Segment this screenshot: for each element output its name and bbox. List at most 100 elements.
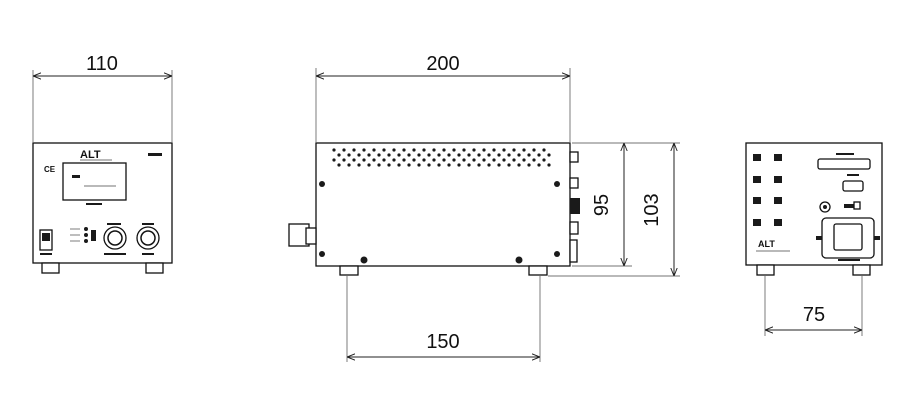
vent-hole (507, 153, 511, 157)
rear-foot-right (852, 264, 871, 276)
vent-hole (352, 158, 356, 162)
vent-hole (422, 148, 426, 152)
vent-hole (482, 148, 486, 152)
vent-hole (487, 163, 491, 167)
vent-hole (507, 163, 511, 167)
vent-hole (412, 148, 416, 152)
vent-hole (452, 148, 456, 152)
vent-hole (397, 153, 401, 157)
vent-hole (407, 163, 411, 167)
vent-hole (367, 163, 371, 167)
vent-hole (392, 148, 396, 152)
vent-hole (497, 153, 501, 157)
front-badge (148, 153, 162, 156)
vent-hole (342, 148, 346, 152)
vent-hole (512, 158, 516, 162)
front-foot-left (41, 262, 60, 274)
vent-hole (357, 153, 361, 157)
vent-hole (437, 163, 441, 167)
vent-hole (427, 163, 431, 167)
vent-hole (372, 148, 376, 152)
vent-hole (537, 163, 541, 167)
rear-logo: ALT (758, 239, 775, 249)
vent-hole (362, 148, 366, 152)
vent-hole (502, 148, 506, 152)
vent-hole (542, 148, 546, 152)
side-foot-left (339, 265, 359, 276)
vent-hole (372, 158, 376, 162)
vent-hole (397, 163, 401, 167)
vent-hole (382, 148, 386, 152)
front-width-label: 110 (86, 53, 118, 75)
side-total-height-label: 103 (641, 193, 663, 226)
vent-hole (512, 148, 516, 152)
vent-hole (437, 153, 441, 157)
vent-hole (542, 158, 546, 162)
vent-hole (382, 158, 386, 162)
vent-hole (337, 163, 341, 167)
vent-hole (347, 163, 351, 167)
vent-hole (547, 153, 551, 157)
side-vent-holes (332, 148, 551, 167)
vent-hole (392, 158, 396, 162)
vent-hole (467, 153, 471, 157)
front-logo: ALT (80, 149, 101, 161)
vent-hole (377, 163, 381, 167)
vent-hole (537, 153, 541, 157)
vent-hole (477, 153, 481, 157)
vent-hole (492, 148, 496, 152)
rear-foot-left (756, 264, 775, 276)
vent-hole (522, 148, 526, 152)
rear-view: ALT 75 (745, 142, 883, 336)
vent-hole (482, 158, 486, 162)
vent-hole (487, 153, 491, 157)
vent-hole (442, 158, 446, 162)
vent-hole (477, 163, 481, 167)
vent-hole (502, 158, 506, 162)
vent-hole (442, 148, 446, 152)
vent-hole (517, 153, 521, 157)
vent-hole (362, 158, 366, 162)
rear-connector-1 (569, 151, 579, 163)
vent-hole (352, 148, 356, 152)
front-display-window (62, 162, 127, 201)
vent-hole (387, 153, 391, 157)
rear-feet-label: 75 (803, 304, 825, 326)
vent-hole (367, 153, 371, 157)
vent-hole (377, 153, 381, 157)
vent-hole (462, 158, 466, 162)
vent-hole (457, 163, 461, 167)
vent-hole (527, 163, 531, 167)
vent-hole (347, 153, 351, 157)
side-feet-label: 150 (426, 331, 459, 353)
front-foot-right (145, 262, 164, 274)
vent-hole (417, 153, 421, 157)
vent-hole (517, 163, 521, 167)
vent-hole (527, 153, 531, 157)
vent-hole (532, 148, 536, 152)
vent-hole (417, 163, 421, 167)
ce-mark: CE (44, 165, 56, 174)
vent-hole (472, 148, 476, 152)
front-toggle (91, 230, 96, 241)
side-body-height-label: 95 (591, 194, 613, 216)
vent-hole (387, 163, 391, 167)
vent-hole (412, 158, 416, 162)
rear-dsub-small (842, 180, 864, 192)
vent-hole (342, 158, 346, 162)
vent-hole (462, 148, 466, 152)
front-knob-left (103, 226, 127, 250)
side-foot-right (528, 265, 548, 276)
vent-hole (357, 163, 361, 167)
vent-hole (467, 163, 471, 167)
rear-dsub-large (817, 158, 871, 170)
vent-hole (432, 158, 436, 162)
vent-hole (452, 158, 456, 162)
vent-hole (432, 148, 436, 152)
vent-hole (427, 153, 431, 157)
vent-hole (547, 163, 551, 167)
vent-hole (497, 163, 501, 167)
vent-hole (522, 158, 526, 162)
vent-hole (447, 153, 451, 157)
